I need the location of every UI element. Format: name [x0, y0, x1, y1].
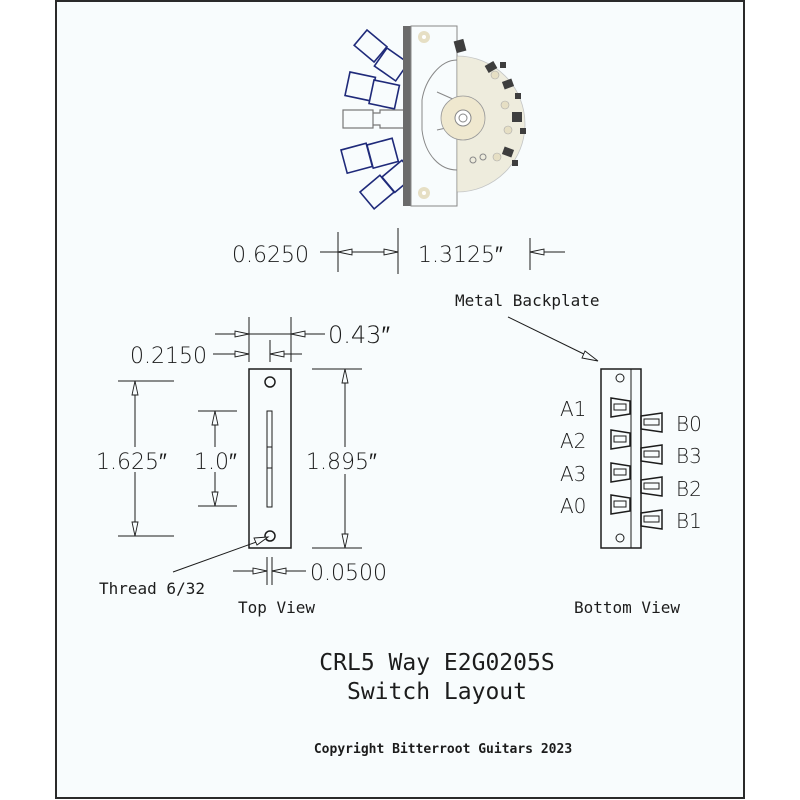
- terminal-a0: A0: [560, 494, 586, 518]
- bottom-view-label: Bottom View: [574, 598, 680, 617]
- backplate-callout: Metal Backplate: [455, 291, 600, 310]
- thread-callout: Thread 6/32: [99, 579, 205, 598]
- terminal-b2: B2: [676, 477, 702, 501]
- dim-width: 0.43″: [328, 321, 390, 349]
- dim-hole-span: 1.625″: [96, 450, 167, 475]
- metal-plate: [403, 26, 411, 206]
- dim-0625: 0.6250: [232, 243, 309, 268]
- mount-hole-bottom: [264, 530, 276, 542]
- top-view: 0.43″ 0.2150 1.625″ 1.0″ 1.895″: [96, 317, 390, 617]
- switch-side-view: [340, 25, 526, 210]
- terminal-a2: A2: [560, 429, 586, 453]
- rotary-terminals: [453, 38, 526, 166]
- dim-slot-width: 0.0500: [310, 561, 387, 586]
- terminal-a3: A3: [560, 462, 586, 486]
- terminal-a1: A1: [560, 397, 586, 421]
- bottom-view: Metal Backplate A1 A2 A3 A0 B0 B3 B2 B1 …: [455, 291, 702, 617]
- terminal-b3: B3: [676, 444, 702, 468]
- terminal-b1: B1: [676, 509, 702, 533]
- a-lugs: [610, 397, 631, 515]
- dim-13125: 1.3125″: [418, 243, 503, 268]
- dim-overall-length: 1.895″: [306, 450, 377, 475]
- top-view-label: Top View: [238, 598, 315, 617]
- b-lugs: [640, 412, 663, 530]
- copyright: Copyright Bitterroot Guitars 2023: [314, 742, 572, 757]
- side-dimensions: 0.6250 1.3125″: [232, 228, 565, 274]
- mount-hole-top: [264, 376, 276, 388]
- switch-body-bottom: [600, 368, 642, 549]
- title-line-2: Switch Layout: [347, 679, 527, 705]
- dim-slot-length: 1.0″: [194, 450, 237, 475]
- dim-offset: 0.2150: [130, 344, 207, 369]
- drawing-sheet: [55, 0, 745, 799]
- terminal-b0: B0: [676, 412, 702, 436]
- slot: [266, 410, 273, 508]
- switch-body-outline: [248, 368, 292, 549]
- title-line-1: CRL5 Way E2G0205S: [319, 650, 554, 676]
- lug-group: [340, 28, 416, 210]
